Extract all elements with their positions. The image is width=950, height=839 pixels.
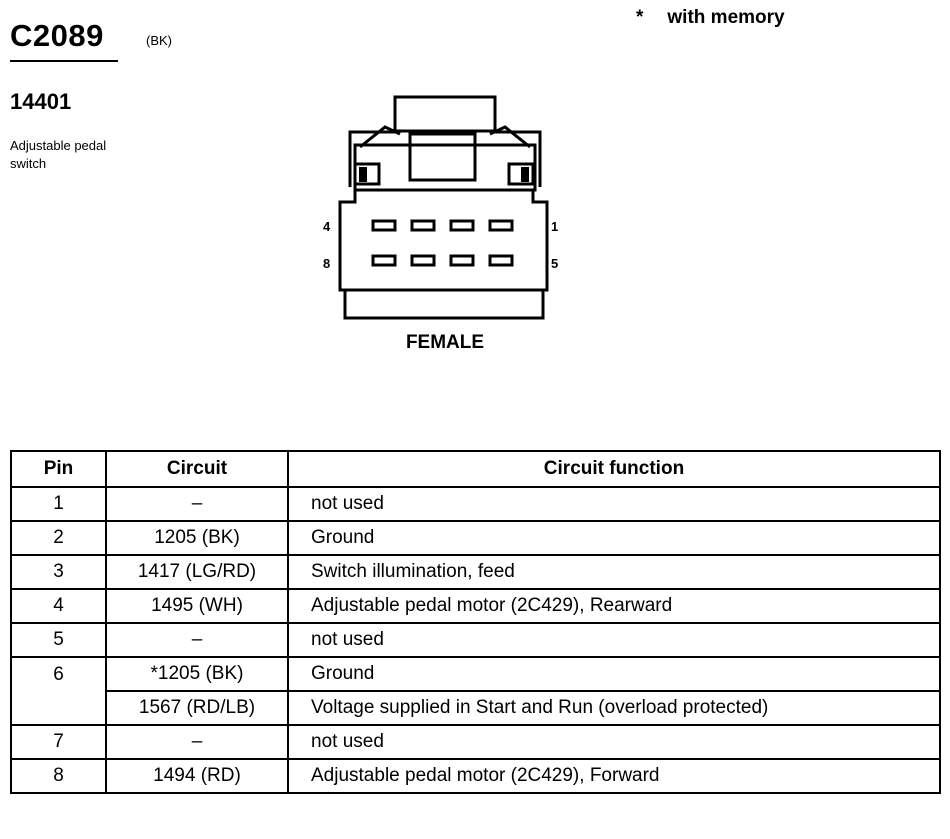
component-name: Adjustable pedal switch (10, 137, 160, 173)
pin-cell: 2 (10, 520, 107, 556)
housing-ribs (359, 125, 531, 149)
table-row: 2 1205 (BK) Ground (10, 520, 941, 556)
connector-face-diagram: 4 1 8 5 (323, 95, 558, 320)
pin-label-4: 4 (323, 219, 331, 234)
circuit-cell: 1205 (BK) (105, 520, 289, 556)
pin-cell: 1 (10, 486, 107, 522)
function-cell: Switch illumination, feed (287, 554, 941, 590)
connector-code: C2089 (10, 18, 104, 53)
lock-window (408, 132, 477, 182)
pin-label-8: 8 (323, 256, 330, 271)
function-cell: Ground (287, 520, 941, 556)
circuit-cell: 1495 (WH) (105, 588, 289, 624)
pin-table: Pin Circuit Circuit function 1 – not use… (10, 450, 941, 794)
terminal-pin-4 (371, 219, 397, 232)
right-slot-fill (521, 167, 529, 182)
component-name-line2: switch (10, 156, 47, 171)
circuit-cell: 1494 (RD) (105, 758, 289, 794)
function-cell: not used (287, 724, 941, 760)
terminal-pin-6 (449, 254, 475, 267)
left-slot (353, 162, 381, 186)
header-circuit: Circuit (105, 450, 289, 488)
function-cell: Adjustable pedal motor (2C429), Rearward (287, 588, 941, 624)
circuit-cell: – (105, 622, 289, 658)
pin-cell: 6 (10, 656, 107, 726)
table-row: 1567 (RD/LB) Voltage supplied in Start a… (11, 690, 941, 726)
component-name-line1: Adjustable pedal (10, 138, 107, 153)
circuit-cell: – (105, 724, 289, 760)
table-row: 8 1494 (RD) Adjustable pedal motor (2C42… (10, 758, 941, 794)
right-slot (507, 162, 535, 186)
table-row: 5 – not used (10, 622, 941, 658)
latch-tab (393, 95, 497, 133)
pin-cell: 3 (10, 554, 107, 590)
table-row: 4 1495 (WH) Adjustable pedal motor (2C42… (10, 588, 941, 624)
terminal-pin-3 (410, 219, 436, 232)
terminal-pin-1 (488, 219, 514, 232)
pin-cell: 5 (10, 622, 107, 658)
pin-cell: 7 (10, 724, 107, 760)
function-cell: not used (287, 486, 941, 522)
pin-cell: 4 (10, 588, 107, 624)
circuit-cell: *1205 (BK) (105, 656, 289, 692)
memory-footnote: * with memory (636, 7, 785, 29)
left-slot-fill (359, 167, 367, 182)
table-header-row: Pin Circuit Circuit function (10, 450, 941, 488)
connector-code-underline (10, 60, 118, 62)
terminal-pin-2 (449, 219, 475, 232)
connector-body (338, 190, 549, 292)
table-row: 6 *1205 (BK) Ground (10, 656, 941, 726)
function-cell: not used (287, 622, 941, 658)
connector-color: (BK) (146, 33, 172, 48)
part-number: 14401 (10, 89, 72, 114)
circuit-cell: – (105, 486, 289, 522)
function-cell: Voltage supplied in Start and Run (overl… (287, 690, 941, 726)
table-row: 7 – not used (10, 724, 941, 760)
terminal-pin-5 (488, 254, 514, 267)
function-cell: Ground (287, 656, 941, 692)
terminal-pin-7 (410, 254, 436, 267)
function-cell: Adjustable pedal motor (2C429), Forward (287, 758, 941, 794)
memory-footnote-text: with memory (667, 7, 785, 28)
header-pin: Pin (10, 450, 107, 488)
table-row: 1 – not used (10, 486, 941, 522)
bottom-rail (343, 288, 545, 320)
terminal-pin-8 (371, 254, 397, 267)
memory-footnote-star: * (636, 7, 644, 28)
pin-cell: 8 (10, 758, 107, 794)
circuit-cell: 1567 (RD/LB) (105, 690, 289, 726)
circuit-cell: 1417 (LG/RD) (105, 554, 289, 590)
pin-label-5: 5 (551, 256, 558, 271)
pin-label-1: 1 (551, 219, 558, 234)
header-function: Circuit function (287, 450, 941, 488)
connector-gender: FEMALE (405, 332, 485, 353)
table-row: 3 1417 (LG/RD) Switch illumination, feed (10, 554, 941, 590)
